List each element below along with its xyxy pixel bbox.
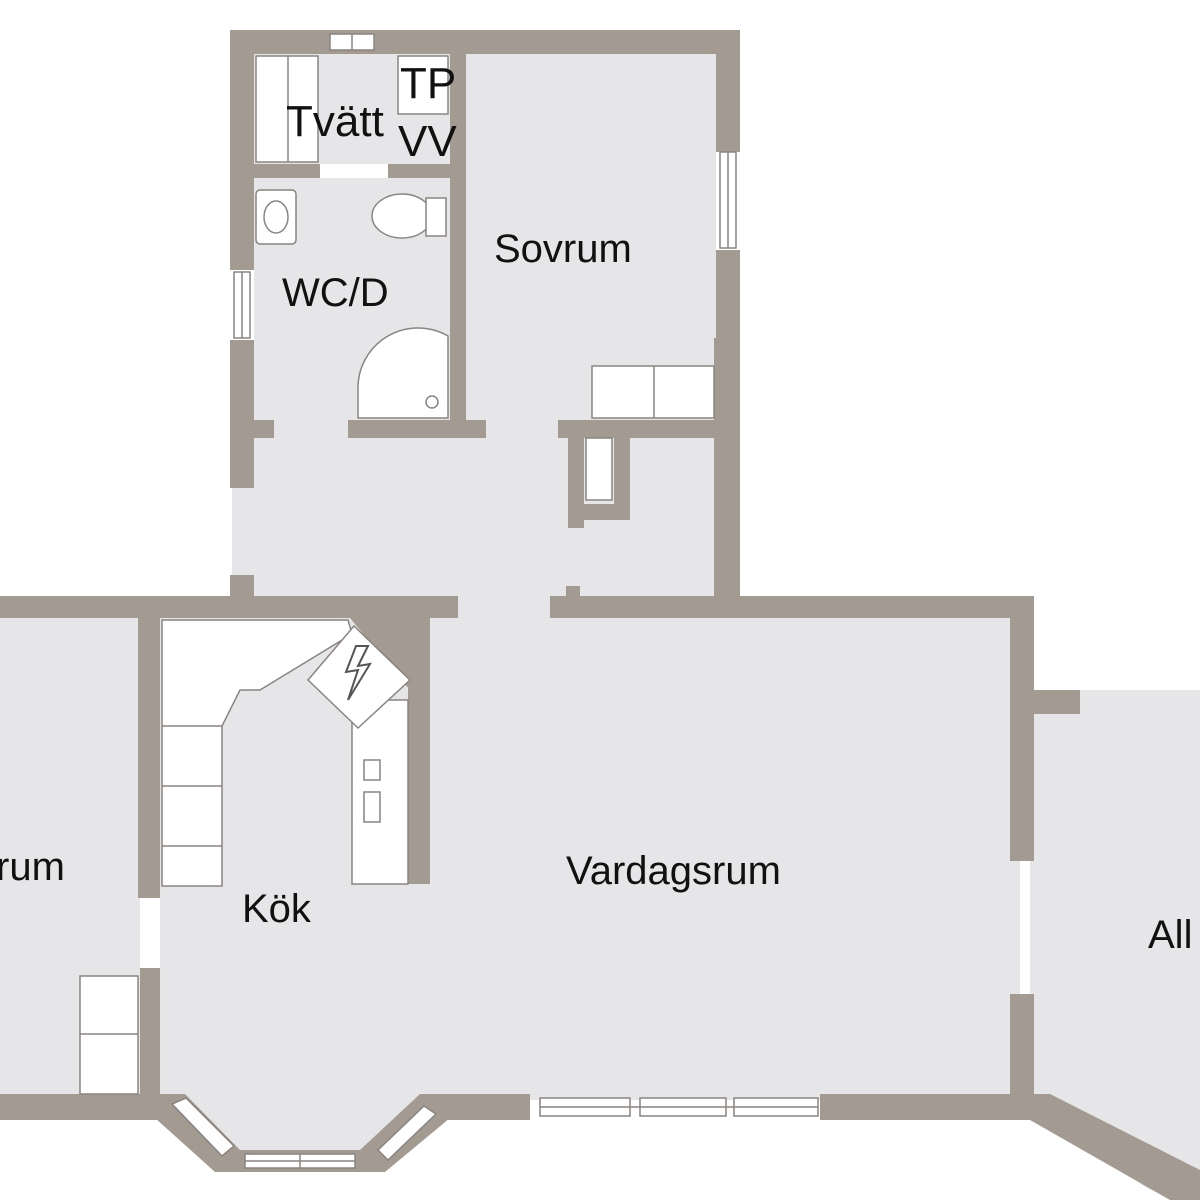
floor-vardagsrum bbox=[420, 600, 1020, 1100]
wall-right-upper-a bbox=[716, 30, 740, 152]
wall-alcove-top bbox=[1034, 690, 1080, 714]
label-vv: VV bbox=[398, 117, 457, 166]
label-tp: TP bbox=[400, 59, 456, 108]
wall-bath-sovrum bbox=[450, 54, 466, 420]
window-lines bbox=[241, 34, 818, 1168]
wall-right-vard-b bbox=[1010, 994, 1034, 1098]
wall-right-vard-a bbox=[1010, 596, 1034, 861]
wall-sovrum-bottom bbox=[558, 420, 716, 438]
label-right-room: All bbox=[1148, 913, 1192, 957]
label-sovrum: Sovrum bbox=[494, 227, 632, 271]
kitchen-counter bbox=[161, 619, 353, 887]
washing-machine bbox=[255, 55, 319, 163]
window-bay-left bbox=[170, 1097, 236, 1158]
shower-icon bbox=[357, 327, 449, 419]
sink-kitchen-icon bbox=[363, 791, 381, 823]
floor-hall bbox=[232, 420, 718, 602]
label-tvatt: Tvätt bbox=[286, 97, 384, 146]
wall-left-room-right-b bbox=[140, 968, 160, 1098]
toilet-icon bbox=[371, 193, 433, 239]
wall-left-upper-b bbox=[230, 340, 254, 488]
floor-lower-hall bbox=[140, 980, 440, 1100]
toilet-tank bbox=[425, 197, 447, 237]
wall-left-upper-c bbox=[230, 575, 254, 600]
wall-left-room-right bbox=[138, 618, 160, 898]
water-heater-tp bbox=[397, 55, 449, 115]
electric-icon bbox=[344, 645, 372, 701]
label-kok: Kök bbox=[242, 887, 312, 931]
shelf-left bbox=[79, 975, 139, 1095]
floor-alcove bbox=[1030, 690, 1200, 1190]
fridge-icon bbox=[306, 624, 412, 730]
wall-kok-right bbox=[408, 618, 430, 884]
wall-tvatt-wc-left bbox=[254, 164, 320, 178]
wall-left-stub bbox=[254, 420, 274, 438]
floor-sovrum bbox=[466, 54, 716, 420]
wardrobe bbox=[591, 365, 715, 419]
wall-bath-bottom bbox=[348, 420, 486, 438]
label-left-room: rum bbox=[0, 845, 65, 889]
sink-basin bbox=[263, 200, 289, 234]
wall-closet-a bbox=[614, 420, 630, 520]
floor-bay bbox=[160, 1098, 440, 1150]
wall-right-upper-c bbox=[714, 338, 740, 616]
wall-bottom-right bbox=[820, 1094, 1034, 1120]
wall-left-upper-a bbox=[230, 30, 254, 270]
wall-mid-right bbox=[550, 596, 1034, 618]
closet-shelf bbox=[585, 437, 613, 501]
stove-icon bbox=[363, 759, 381, 781]
fixtures bbox=[79, 55, 715, 1095]
label-wcd: WC/D bbox=[282, 271, 389, 315]
wall-top-upper bbox=[230, 30, 740, 54]
wall-diag-alcove bbox=[1010, 1094, 1200, 1200]
wall-mid-left bbox=[0, 596, 458, 618]
wall-right-upper-b bbox=[716, 250, 740, 350]
label-vardagsrum: Vardagsrum bbox=[566, 849, 781, 893]
shower-drain bbox=[425, 395, 439, 409]
wall-tvatt-wc-right bbox=[388, 164, 450, 178]
wall-bottom-left bbox=[0, 1094, 180, 1120]
wall-closet-c bbox=[568, 438, 584, 528]
window-bay-right bbox=[376, 1105, 438, 1162]
